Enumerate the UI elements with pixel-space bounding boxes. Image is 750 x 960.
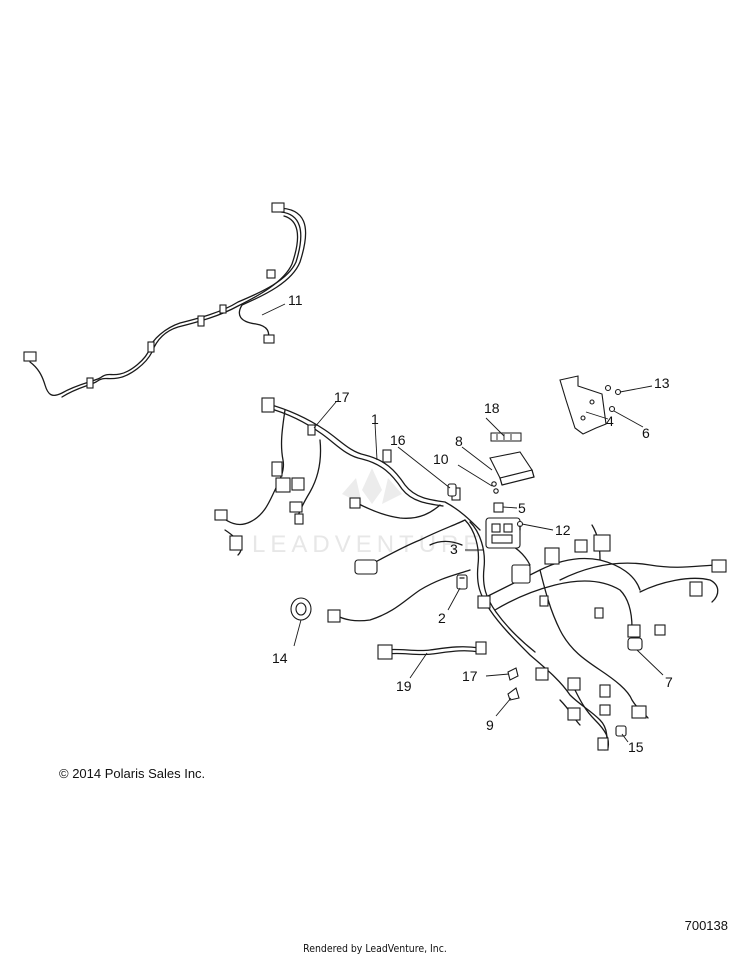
callout-12: 12: [555, 522, 571, 538]
callout-17-lower: 17: [462, 668, 478, 684]
callout-11: 11: [288, 292, 303, 308]
callout-8: 8: [455, 433, 463, 449]
callout-9: 9: [486, 717, 494, 733]
callout-14: 14: [272, 650, 288, 666]
relay-box-part-8[interactable]: [489, 451, 535, 486]
connector-part-5[interactable]: [493, 502, 504, 513]
callout-10: 10: [433, 451, 449, 467]
grommet-part-14[interactable]: [290, 597, 312, 621]
callout-13: 13: [654, 375, 670, 391]
callout-7: 7: [665, 674, 673, 690]
clip-part-17-upper[interactable]: [307, 424, 316, 436]
label-part-18[interactable]: [490, 432, 522, 442]
fastener-part-15[interactable]: [615, 725, 627, 737]
main-harness-part-1[interactable]: [214, 397, 481, 623]
fasteners-part-10[interactable]: [491, 481, 499, 494]
clip-part-17-lower[interactable]: [507, 667, 519, 681]
callout-labels: 11 1 17 16 18 8 10 5 12 3 2 14 19 17 9 1…: [272, 292, 673, 755]
watermark-text: LEADVENTURE: [252, 531, 484, 558]
connector-part-16[interactable]: [447, 483, 457, 497]
fastener-part-6[interactable]: [608, 405, 616, 413]
callout-6: 6: [642, 425, 650, 441]
rendered-by-credit: Rendered by LeadVenture, Inc.: [303, 942, 447, 955]
copyright-notice: © 2014 Polaris Sales Inc.: [59, 766, 206, 781]
rear-harness-part-11[interactable]: [23, 202, 307, 398]
callout-18: 18: [484, 400, 500, 416]
leader-lines: [261, 303, 664, 743]
callout-4: 4: [606, 413, 614, 429]
callout-2: 2: [438, 610, 446, 626]
callout-1: 1: [371, 411, 379, 427]
callout-3: 3: [450, 541, 458, 557]
callout-16: 16: [390, 432, 406, 448]
connector-part-7[interactable]: [627, 637, 643, 651]
bracket-part-4[interactable]: [559, 375, 607, 435]
callout-17-upper: 17: [334, 389, 350, 405]
callout-15: 15: [628, 739, 644, 755]
harness-part-19[interactable]: [377, 641, 487, 660]
callout-19: 19: [396, 678, 412, 694]
fastener-part-13[interactable]: [604, 384, 622, 396]
fastener-part-9[interactable]: [507, 687, 520, 701]
front-harness-part-3[interactable]: [464, 517, 727, 751]
clip-part-2[interactable]: [456, 574, 468, 590]
leadventure-watermark: LEADVENTURE: [252, 468, 484, 558]
callout-5: 5: [518, 500, 526, 516]
drawing-number: 700138: [684, 918, 728, 933]
